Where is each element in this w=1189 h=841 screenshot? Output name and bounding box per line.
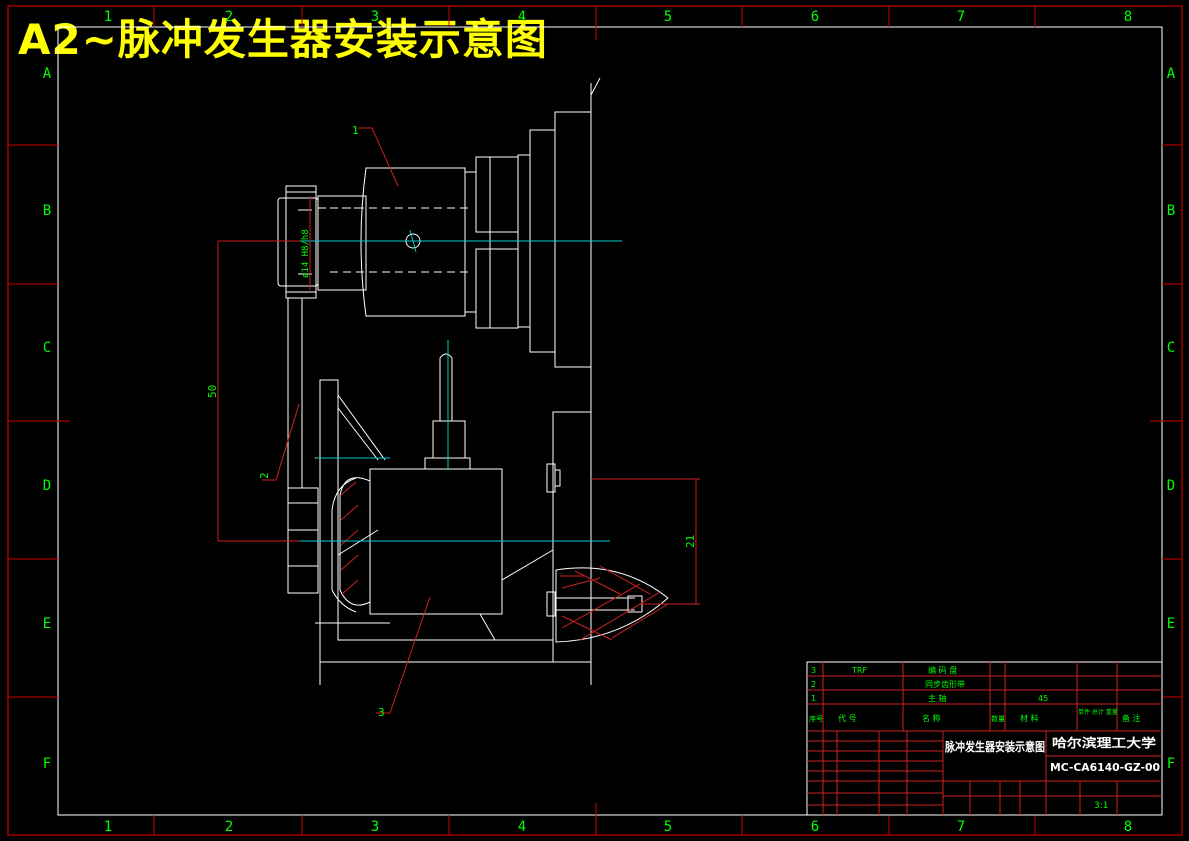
zone-row-label-left: A <box>43 66 52 82</box>
zone-column-label-bottom: 6 <box>811 819 819 835</box>
drawing-heading: A2~脉冲发生器安装示意图 <box>18 15 548 64</box>
parts-list: 3 TRF 编 码 盘 2 同步齿形带 1 主 轴 45 序号 代 号 名 称 … <box>809 665 1141 723</box>
part-row-2-name: 同步齿形带 <box>925 680 965 689</box>
dim-offset: 21 <box>684 535 697 548</box>
zone-column-label-bottom: 7 <box>957 819 965 835</box>
inner-frame-border <box>57 26 1163 816</box>
title-block-grid <box>807 662 1162 815</box>
zone-row-label-right: C <box>1167 340 1175 356</box>
drawing-title-line: 脉冲发生器安装示意图 <box>944 739 1045 754</box>
zone-row-label-right: F <box>1167 756 1175 772</box>
zone-column-label-bottom: 1 <box>104 819 112 835</box>
zone-row-label-right: E <box>1167 616 1175 632</box>
drawing-number: MC-CA6140-GZ-00 <box>1050 761 1160 774</box>
zone-column-label-top: 5 <box>664 9 672 25</box>
centerlines <box>270 229 622 542</box>
header-weight: 单件 总计 重量 <box>1078 708 1118 716</box>
zone-column-label-top: 7 <box>957 9 965 25</box>
zone-row-label-left: B <box>43 203 51 219</box>
part-row-2-no: 2 <box>811 680 816 689</box>
zone-row-label-right: B <box>1167 203 1175 219</box>
part-label-3: 3 <box>378 706 385 719</box>
part-row-3-no: 3 <box>811 666 816 675</box>
zone-column-label-top: 4 <box>518 9 526 25</box>
zone-row-label-left: E <box>43 616 51 632</box>
part-row-1-no: 1 <box>811 694 816 703</box>
zone-column-label-top: 1 <box>104 9 112 25</box>
drawing-scale: 3:1 <box>1094 801 1108 811</box>
zone-column-label-bottom: 2 <box>225 819 233 835</box>
dimension-lines <box>217 127 700 714</box>
header-name: 名 称 <box>922 713 941 723</box>
header-qty: 数量 <box>991 714 1005 723</box>
part-row-3-code: TRF <box>851 666 867 675</box>
dim-center-distance: 50 <box>206 385 219 398</box>
school-name: 哈尔滨理工大学 <box>1052 735 1156 750</box>
zone-column-label-top: 6 <box>811 9 819 25</box>
zone-row-label-left: D <box>43 478 51 494</box>
part-row-1-name: 主 轴 <box>928 693 947 703</box>
zone-row-label-left: F <box>43 756 51 772</box>
zone-row-label-right: D <box>1167 478 1175 494</box>
zone-column-label-bottom: 8 <box>1124 819 1132 835</box>
dim-fit-tolerance: ø14 H8/h8 <box>301 229 311 278</box>
header-remark: 备 注 <box>1122 713 1141 723</box>
zone-column-label-bottom: 5 <box>664 819 672 835</box>
part-label-1: 1 <box>352 124 359 137</box>
title-block <box>806 661 1163 816</box>
part-label-2: 2 <box>258 472 271 479</box>
zone-column-label-bottom: 3 <box>371 819 379 835</box>
zone-column-label-top: 3 <box>371 9 379 25</box>
sheet-border <box>7 5 1183 836</box>
part-row-1-material: 45 <box>1038 694 1048 703</box>
zone-row-label-right: A <box>1167 66 1176 82</box>
zone-column-label-top: 2 <box>225 9 233 25</box>
header-no: 序号 <box>809 714 823 723</box>
header-code: 代 号 <box>838 713 857 723</box>
zone-column-label-top: 8 <box>1124 9 1132 25</box>
spindle-housing <box>277 77 669 685</box>
zone-column-label-bottom: 4 <box>518 819 526 835</box>
zone-row-label-left: C <box>43 340 51 356</box>
header-material: 材 料 <box>1020 713 1039 723</box>
section-hatching <box>340 481 669 641</box>
part-row-3-name: 编 码 盘 <box>928 665 957 675</box>
